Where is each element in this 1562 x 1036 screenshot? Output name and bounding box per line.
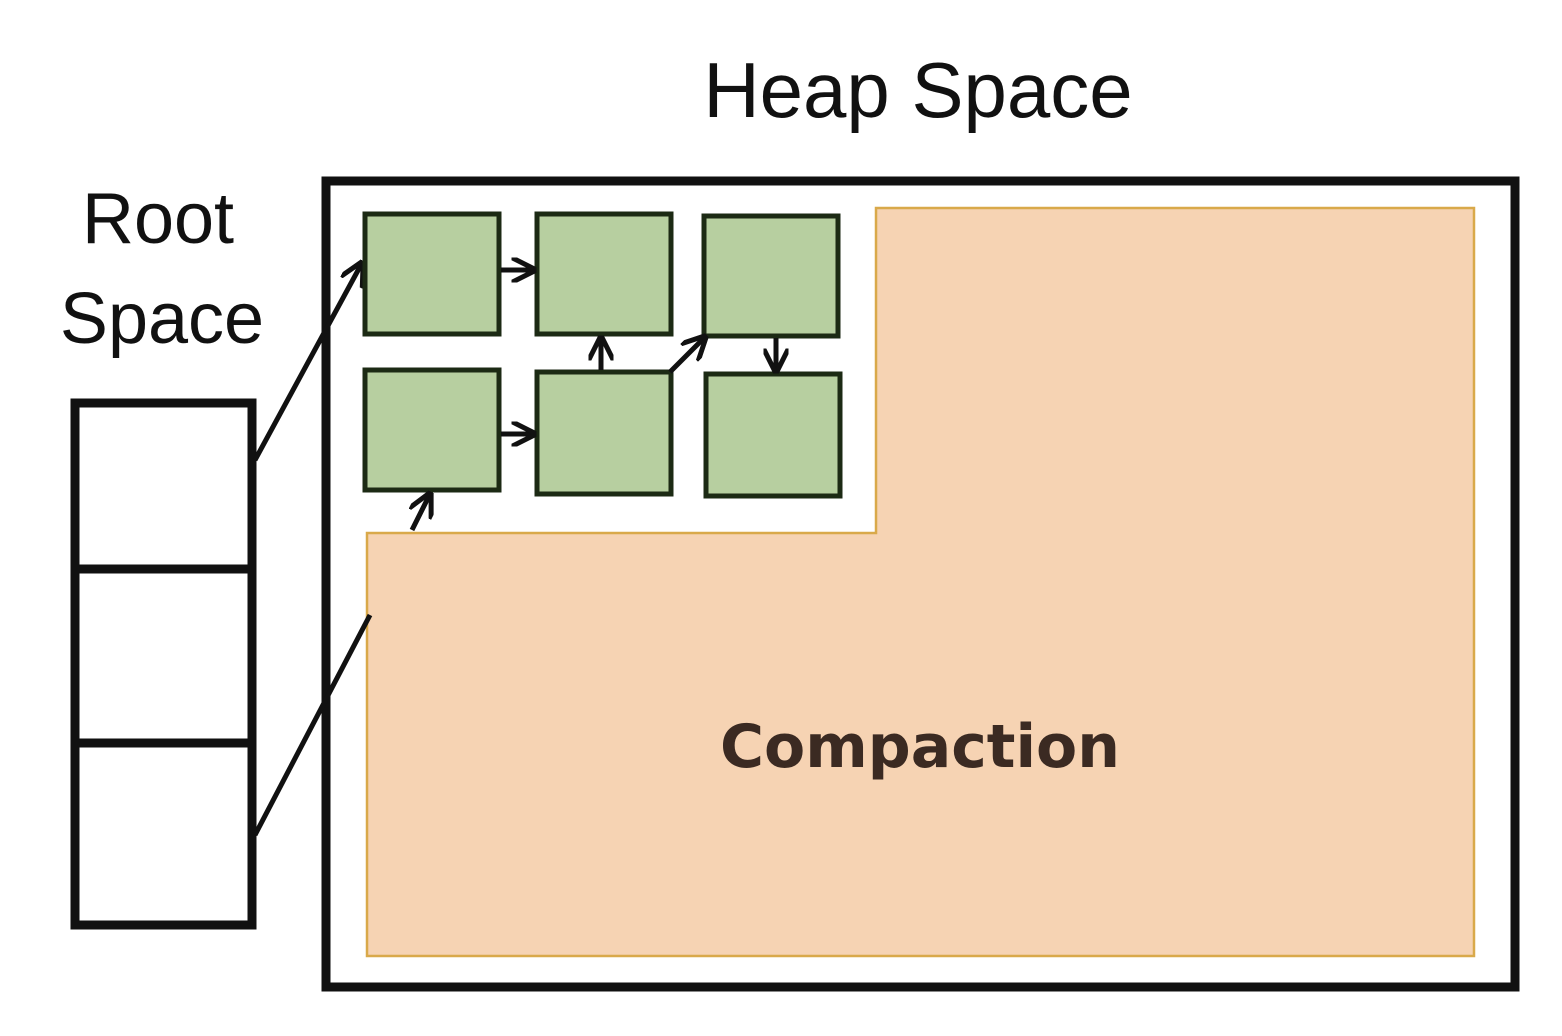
heap-object-5 xyxy=(534,369,674,497)
ref-obj5-to-obj3 xyxy=(668,337,705,374)
root-slot-3 xyxy=(70,738,257,930)
root-ref-to-compaction xyxy=(252,613,373,837)
heap-object-3 xyxy=(701,213,841,339)
root-slot-2 xyxy=(70,564,257,748)
root-ref-to-object-1 xyxy=(252,263,362,462)
root-space-title-line2: Space xyxy=(60,279,264,359)
compaction-label: Compaction xyxy=(720,712,1120,782)
heap-object-4 xyxy=(362,367,502,493)
heap-object-1 xyxy=(362,211,502,337)
root-space-title-line1: Root xyxy=(82,179,234,259)
object-references xyxy=(412,270,776,532)
heap-object-2 xyxy=(534,211,674,337)
root-references xyxy=(252,263,373,837)
heap-object-6 xyxy=(703,371,843,499)
ref-compaction-to-obj4 xyxy=(412,494,430,532)
heap-space-title: Heap Space xyxy=(703,46,1132,134)
heap-objects xyxy=(362,211,843,499)
root-space-stack xyxy=(70,398,257,930)
root-slot-1 xyxy=(70,398,257,574)
compaction-region xyxy=(365,206,1476,958)
